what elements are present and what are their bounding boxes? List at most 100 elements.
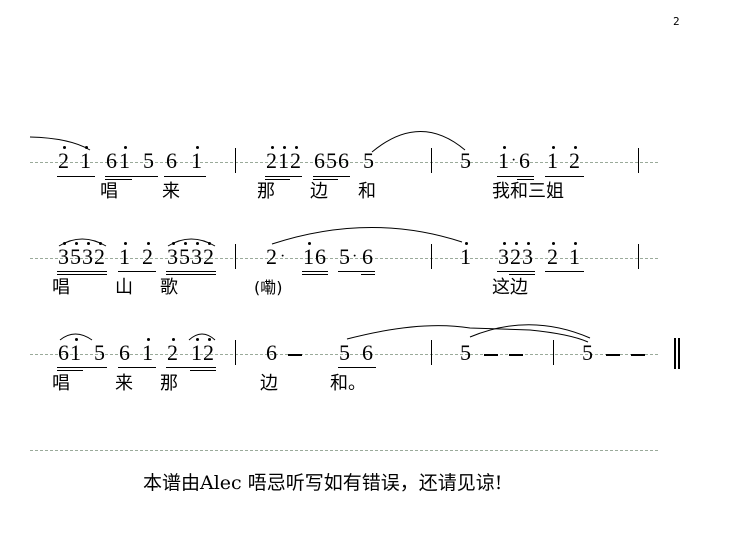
note: 2: [58, 148, 69, 173]
extension-dash: [288, 354, 302, 356]
octave-dot: [85, 146, 88, 149]
lyric: 边: [310, 181, 328, 202]
note: 1: [191, 148, 202, 173]
octave-dot: [63, 146, 66, 149]
beam: [302, 274, 328, 275]
octave-dot: [283, 146, 286, 149]
note: 2: [167, 340, 178, 365]
beam: [497, 271, 535, 272]
note: 1: [70, 340, 81, 365]
note: 5: [70, 244, 81, 269]
note: 3: [82, 244, 93, 269]
note: 6: [519, 148, 530, 173]
page-number: 2: [673, 15, 680, 28]
octave-dot: [196, 242, 199, 245]
beam: [166, 271, 216, 272]
beam: [517, 179, 534, 180]
beam: [338, 367, 376, 368]
note: 1: [119, 244, 130, 269]
octave-dot: [124, 242, 127, 245]
footer-divider: [30, 450, 658, 451]
beam: [166, 367, 216, 368]
octave-dot: [208, 338, 211, 341]
note: 6: [315, 244, 326, 269]
beam: [164, 176, 206, 177]
note: 6: [266, 340, 277, 365]
note: 5: [339, 340, 350, 365]
note: 3: [522, 244, 533, 269]
note: 1: [569, 244, 580, 269]
octave-dot: [124, 146, 127, 149]
note: 3: [58, 244, 69, 269]
lyric: 边: [260, 373, 278, 394]
extension-dash: [631, 354, 645, 356]
lyric: 我和三姐: [492, 181, 564, 202]
octave-dot: [552, 242, 555, 245]
note: 6: [362, 340, 373, 365]
bar-line: [235, 148, 236, 173]
bar-line: [553, 340, 554, 365]
lyric: 唱: [100, 181, 118, 202]
lyric: 和。: [330, 373, 366, 394]
beam: [545, 176, 584, 177]
octave-dot: [503, 242, 506, 245]
lyric: 这边: [492, 277, 528, 298]
octave-dot: [308, 242, 311, 245]
note: 5: [143, 148, 154, 173]
beam: [105, 179, 132, 180]
extension-dash: [484, 354, 498, 356]
note: 5: [179, 244, 190, 269]
beam: [57, 370, 83, 371]
lyric: 来: [115, 373, 133, 394]
beam: [105, 176, 158, 177]
augmentation-dot: ·: [352, 248, 358, 265]
beam: [313, 179, 338, 180]
note: 2: [510, 244, 521, 269]
note: 2: [266, 244, 277, 269]
beam: [302, 271, 328, 272]
beam: [118, 367, 156, 368]
tie: [271, 227, 463, 245]
octave-dot: [147, 242, 150, 245]
octave-dot: [271, 146, 274, 149]
octave-dot: [75, 242, 78, 245]
lyric: 那: [257, 181, 275, 202]
note: 6: [106, 148, 117, 173]
bar-line: [235, 340, 236, 365]
beam: [57, 176, 95, 177]
slur: [167, 238, 216, 247]
note: 2: [290, 148, 301, 173]
lyric: 和: [358, 181, 376, 202]
bar-line: [431, 340, 432, 365]
beam: [57, 367, 107, 368]
note: 5: [94, 340, 105, 365]
augmentation-dot: ·: [511, 152, 517, 169]
extension-dash: [606, 354, 620, 356]
note: 6: [362, 244, 373, 269]
note: 6: [338, 148, 349, 173]
note: 6: [58, 340, 69, 365]
note: 3: [191, 244, 202, 269]
beam: [361, 274, 375, 275]
note: 2: [94, 244, 105, 269]
final-bar-line: [674, 338, 676, 369]
note: 1: [498, 148, 509, 173]
bar-line: [431, 148, 432, 173]
bar-line: [638, 148, 639, 173]
lyric: 唱: [52, 373, 70, 394]
note: 1: [142, 340, 153, 365]
beam: [338, 271, 375, 272]
note: 1: [278, 148, 289, 173]
tie-slur: [29, 136, 91, 151]
beam: [57, 271, 107, 272]
staff-guide-line-3: [30, 354, 658, 355]
augmentation-dot: ·: [280, 248, 286, 265]
staff-guide-line-1: [30, 162, 658, 163]
note: 2: [142, 244, 153, 269]
octave-dot: [515, 242, 518, 245]
octave-dot: [574, 242, 577, 245]
beam: [545, 271, 584, 272]
note: 5: [363, 148, 374, 173]
note: 1: [460, 244, 471, 269]
lyric: 那: [160, 373, 178, 394]
